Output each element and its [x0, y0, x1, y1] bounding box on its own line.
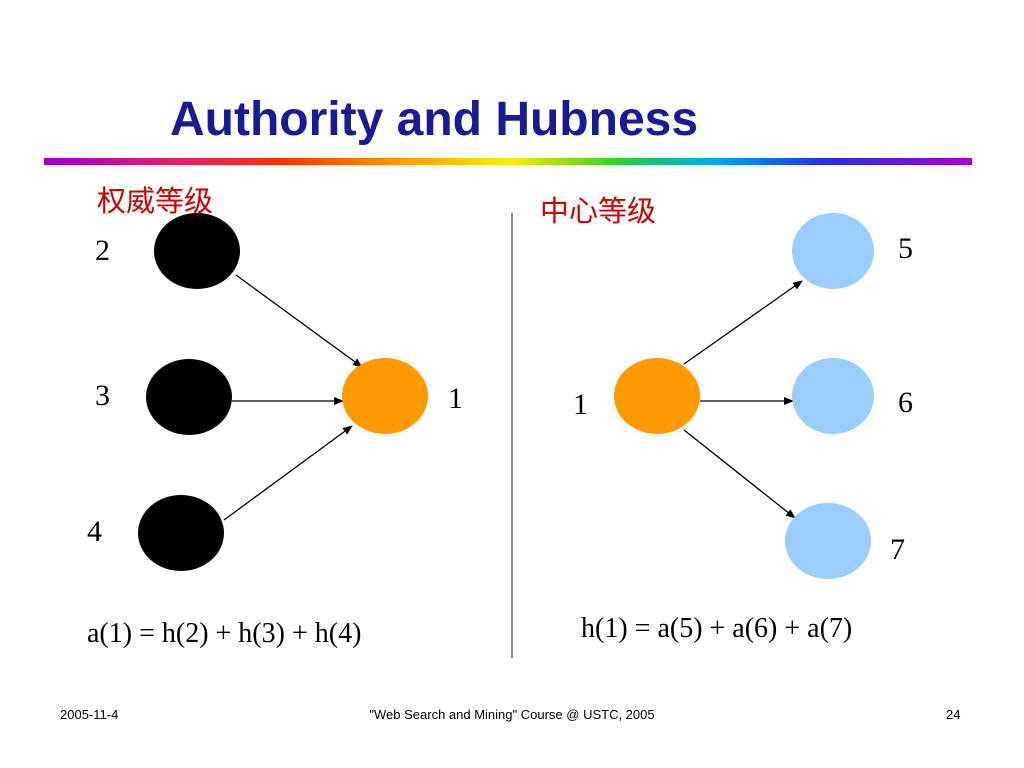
- edge-2-to-1: [235, 274, 363, 368]
- footer-date: 2005-11-4: [60, 707, 119, 722]
- hub-formula: h(1) = a(5) + a(6) + a(7): [581, 613, 853, 644]
- panel-divider: [511, 213, 513, 658]
- node-1-hub-label: 1: [573, 388, 588, 421]
- node-5-label: 5: [898, 232, 913, 265]
- title-rainbow-rule: [44, 158, 972, 165]
- node-5: [792, 213, 874, 289]
- edge-1-to-7: [683, 429, 796, 519]
- node-1-authority-label: 1: [448, 382, 463, 415]
- node-2-label: 2: [95, 234, 110, 267]
- authority-formula: a(1) = h(2) + h(3) + h(4): [87, 618, 362, 649]
- footer-course: "Web Search and Mining" Course @ USTC, 2…: [369, 707, 655, 722]
- slide-title: Authority and Hubness: [170, 93, 699, 146]
- node-3-label: 3: [95, 379, 110, 412]
- node-4: [138, 495, 224, 571]
- node-1-authority: [342, 358, 428, 434]
- edge-4-to-1: [223, 425, 353, 521]
- footer-page-number: 24: [946, 707, 961, 722]
- node-6: [792, 358, 874, 434]
- node-2: [154, 213, 240, 289]
- hub-label: 中心等级: [540, 194, 657, 228]
- node-3: [146, 359, 232, 435]
- node-6-label: 6: [898, 386, 913, 419]
- node-7: [785, 503, 871, 579]
- edge-1-to-5: [683, 280, 803, 365]
- node-7-label: 7: [890, 533, 905, 566]
- node-4-label: 4: [87, 515, 102, 548]
- authority-label: 权威等级: [97, 184, 214, 218]
- node-1-hub: [614, 358, 700, 434]
